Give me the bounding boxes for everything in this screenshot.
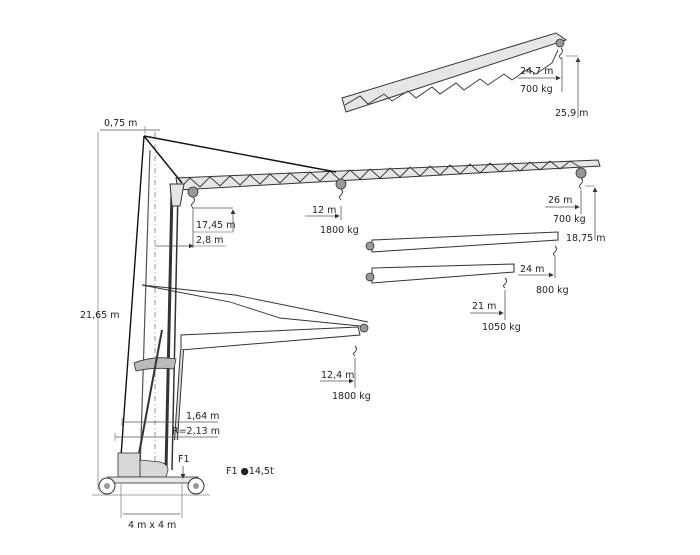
luffed-jib: [341, 32, 581, 118]
tip-offset-label: 0,75 m: [104, 118, 137, 129]
ballast-block: [117, 452, 141, 478]
outrigger-force-label: F1 ●14,5t: [226, 466, 274, 477]
jib21-reach-label: 21 m: [472, 301, 496, 312]
folded-reach-label: 12,4 m: [321, 370, 354, 381]
jib24-reach-label: 24 m: [520, 264, 544, 275]
slew-radius-label: R=2,13 m: [172, 426, 220, 437]
luffed-reach-label: 24,7 m: [520, 66, 553, 77]
mast: [119, 135, 185, 473]
base-dim-label: 4 m x 4 m: [128, 520, 176, 531]
tail-dim-label: 1,64 m: [186, 411, 219, 422]
jib24-load-label: 800 kg: [536, 285, 569, 296]
min-radius-label: 2,8 m: [196, 235, 223, 246]
full-reach-label: 26 m: [548, 195, 572, 206]
total-height-label: 21,65 m: [80, 310, 119, 321]
folded-jib: [141, 284, 369, 388]
folded-load-label: 1800 kg: [332, 391, 371, 402]
chassis: [92, 452, 210, 496]
inner-reach-label: 12 m: [312, 205, 336, 216]
f1-marker-label: F1: [178, 454, 190, 465]
jib-21m: [365, 263, 515, 320]
main-jib: [175, 159, 601, 209]
pendant-cable: [143, 135, 337, 173]
full-height-label: 18,75 m: [566, 233, 605, 244]
jib21-load-label: 1050 kg: [482, 322, 521, 333]
inner-load-label: 1800 kg: [320, 225, 359, 236]
luffed-height-label: 25,9 m: [555, 108, 588, 119]
hook-height-label: 17,45 m: [196, 220, 235, 231]
luffed-load-label: 700 kg: [520, 84, 553, 95]
jib-24m: [365, 231, 559, 278]
full-load-label: 700 kg: [553, 214, 586, 225]
